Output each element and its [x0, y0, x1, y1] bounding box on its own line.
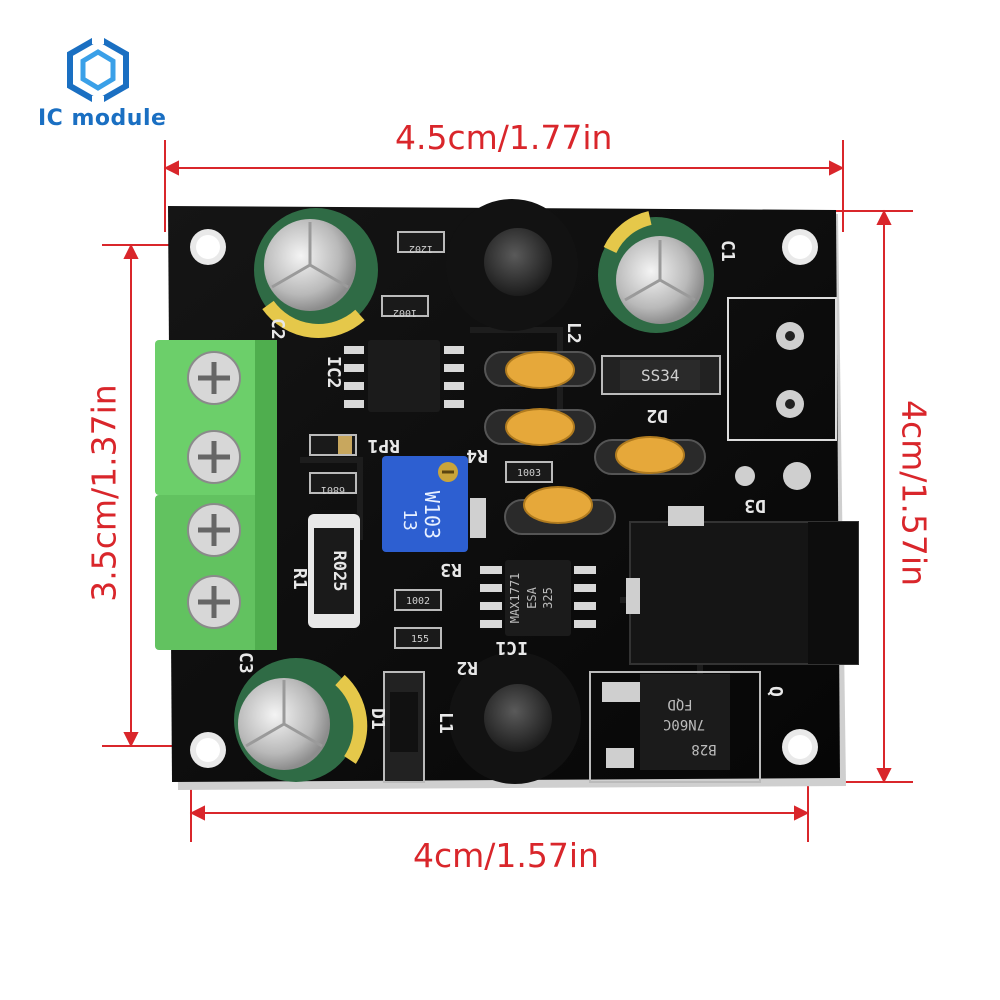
silk-ic1: IC1: [495, 637, 528, 658]
silk-d3: D3: [744, 495, 766, 516]
ic2-chip: [344, 340, 464, 412]
silk-c3: C3: [235, 652, 256, 674]
silk-c2: C2: [267, 318, 288, 340]
marking-7n60c: 7N60C: [663, 716, 705, 732]
smd-resistors: [309, 231, 553, 649]
marking-1202: 1202: [409, 243, 433, 254]
silk-rp1: RP1: [367, 435, 400, 456]
diode-d1: [383, 671, 425, 783]
silk-r4: R4: [466, 445, 488, 466]
mosfet-q: [589, 671, 761, 783]
diode-d2: [601, 355, 721, 395]
marking-6801: 6801: [321, 484, 345, 495]
marking-max1771: MAX1771: [508, 573, 522, 624]
marking-r025: R025: [329, 551, 349, 592]
silk-d2: D2: [646, 405, 668, 426]
silk-r2: R2: [456, 657, 478, 678]
terminal-block: [155, 340, 277, 650]
silk-d1: D1: [367, 708, 388, 730]
marking-1003: 1003: [517, 468, 541, 479]
silk-r1: R1: [289, 568, 310, 590]
mounting-holes: [190, 229, 818, 768]
silk-q: Q: [765, 686, 786, 697]
silk-c1: C1: [717, 240, 738, 262]
shunt-resistor: [308, 514, 360, 628]
marking-1002a: 1002: [406, 596, 430, 607]
capacitor-c1: [598, 211, 714, 333]
dimension-top-label: 4.5cm/1.77in: [395, 118, 613, 157]
marking-esa: ESA: [525, 586, 539, 608]
dc-barrel-jack: [626, 506, 859, 665]
inductor-l1: [449, 652, 581, 784]
inductor-l2: [446, 199, 578, 331]
silk-r3: R3: [440, 559, 462, 580]
output-connector: [727, 297, 837, 490]
silk-l1: L1: [435, 712, 456, 734]
ceramic-capacitors: [484, 351, 706, 535]
silk-l2: L2: [563, 322, 584, 344]
silk-ic2: IC2: [323, 356, 344, 389]
marking-325: 325: [541, 587, 555, 609]
marking-155: 155: [411, 634, 429, 645]
marking-ss34: SS34: [641, 366, 680, 385]
brand-label: IC module: [38, 106, 167, 131]
capacitor-c3: [234, 658, 368, 782]
potentiometer-rp1: [382, 456, 468, 552]
marking-b28: B28: [691, 741, 716, 757]
marking-1002b: 1002: [393, 307, 417, 318]
max1771-chip: [480, 560, 596, 636]
hexagon-logo-icon: [67, 34, 129, 106]
marking-13: 13: [399, 509, 420, 531]
marking-fqd: FQD: [667, 696, 692, 712]
capacitor-c2: [254, 208, 378, 338]
marking-w103: W103: [420, 491, 444, 539]
dimension-bottom-label: 4cm/1.57in: [413, 836, 599, 875]
